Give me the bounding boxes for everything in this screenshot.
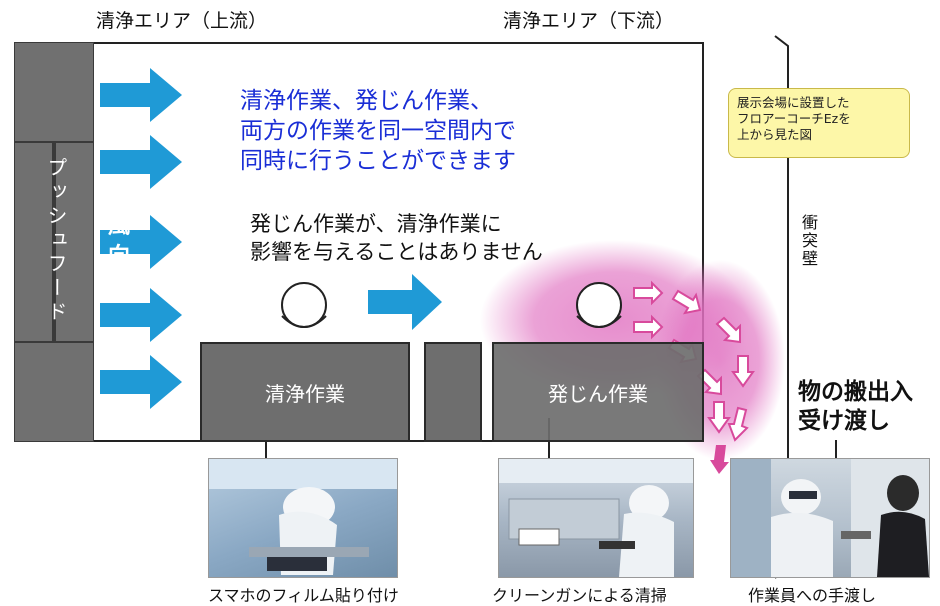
wind-arrow — [100, 288, 182, 342]
photo-hand-over — [730, 458, 930, 578]
clean-work-label: 清浄作業 — [265, 381, 345, 406]
wind-arrow — [100, 215, 182, 269]
photo-clean-gun-image — [499, 459, 693, 577]
note-line: 上から見た図 — [737, 127, 813, 142]
note-line: 展示会場に設置した — [737, 95, 850, 110]
photo-film-application-image — [209, 459, 397, 575]
clean-work-bench: 清浄作業 — [200, 342, 410, 442]
transfer-label: 物の搬出入 受け渡し — [798, 378, 913, 436]
caption-clean-gun: クリーンガンによる清掃 — [492, 586, 667, 605]
upstream-label: 清浄エリア（上流） — [96, 10, 268, 32]
wind-arrow — [368, 274, 442, 330]
dust-work-label: 発じん作業 — [548, 381, 648, 406]
wind-arrow — [100, 135, 182, 189]
headline: 清浄作業、発じん作業、 両方の作業を同一空間内で 同時に行うことができます — [240, 86, 516, 176]
caption-hand-over: 作業員への手渡し — [748, 586, 877, 605]
push-hood-label: プッシュフード — [44, 157, 68, 325]
downstream-label: 清浄エリア（下流） — [503, 10, 675, 32]
push-hood-segment — [14, 42, 94, 142]
photo-film-application — [208, 458, 398, 578]
photo-clean-gun — [498, 458, 694, 578]
info-note: 展示会場に設置した フロアーコーチEzを 上から見た図 — [728, 88, 910, 158]
note-line: フロアーコーチEzを — [737, 111, 851, 126]
caption-film-application: スマホのフィルム貼り付け — [208, 586, 399, 605]
wind-direction-label-2: 向 — [108, 244, 131, 269]
sub-headline-line: 発じん作業が、清浄作業に — [250, 212, 502, 236]
sub-headline: 発じん作業が、清浄作業に 影響を与えることはありません — [250, 210, 543, 266]
headline-line: 同時に行うことができます — [240, 148, 516, 174]
wind-arrow — [100, 355, 182, 409]
sub-headline-line: 影響を与えることはありません — [250, 240, 543, 264]
wind-direction-label-1: 風 — [108, 214, 131, 239]
transfer-line: 物の搬出入 — [798, 379, 913, 405]
wind-arrow — [100, 68, 182, 122]
photo-hand-over-image — [731, 459, 929, 577]
partition-bench — [424, 342, 482, 442]
dust-work-bench: 発じん作業 — [492, 342, 704, 442]
push-hood-divider — [52, 142, 56, 342]
headline-line: 清浄作業、発じん作業、 — [240, 88, 493, 114]
push-hood-segment — [14, 342, 94, 442]
collision-wall-label: 衝突壁 — [799, 214, 818, 268]
transfer-line: 受け渡し — [798, 408, 890, 434]
headline-line: 両方の作業を同一空間内で — [240, 118, 516, 144]
push-hood: プッシュフード — [14, 42, 94, 442]
